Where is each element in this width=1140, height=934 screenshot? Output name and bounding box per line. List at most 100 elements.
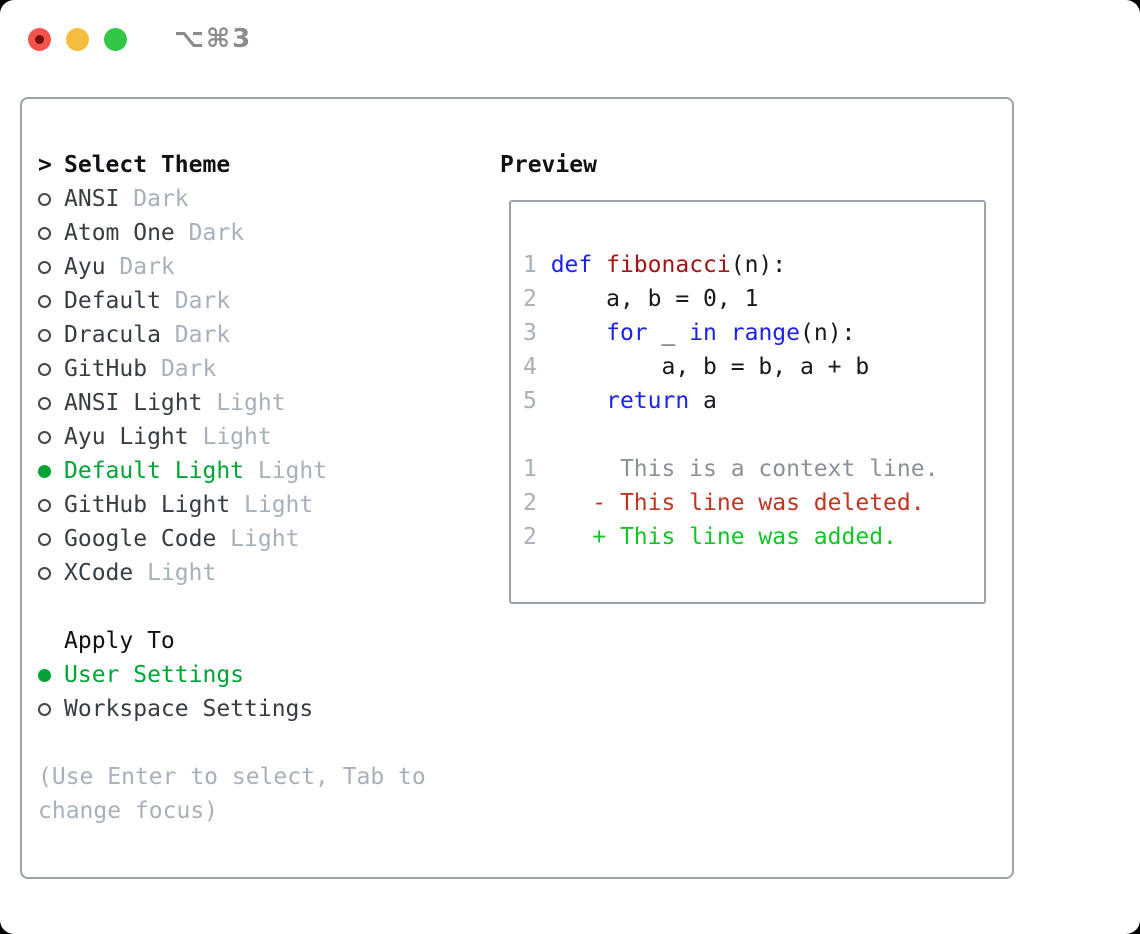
radio-marker [38, 294, 64, 308]
code-segment-code: a [689, 388, 717, 414]
titlebar: ⌥⌘3 [0, 0, 1140, 78]
apply-option-user-settings[interactable]: User Settings [38, 658, 426, 692]
variant-tag: Dark [105, 254, 175, 280]
radio-unselected-icon [38, 328, 51, 342]
apply-option-workspace-settings[interactable]: Workspace Settings [38, 692, 426, 726]
code-segment-line-number: 3 [523, 320, 551, 346]
option-label: Google Code [64, 526, 217, 552]
apply-to-header: Apply To [38, 624, 426, 658]
radio-unselected-icon [38, 260, 51, 274]
radio-unselected-icon [38, 498, 51, 512]
variant-tag: Dark [147, 356, 217, 382]
radio-marker [38, 192, 64, 206]
code-segment-keyword: in [689, 320, 717, 346]
code-line: 1 def fibonacci(n): [523, 248, 938, 282]
theme-option-xcode-light[interactable]: XCode Light [38, 556, 426, 590]
radio-marker [38, 668, 64, 682]
window-title: ⌥⌘3 [174, 24, 253, 54]
radio-marker [38, 260, 64, 274]
unsaved-indicator-icon [35, 34, 44, 44]
option-label: Default [64, 288, 161, 314]
spacer-row [38, 590, 426, 624]
option-label: Workspace Settings [64, 696, 314, 722]
radio-unselected-icon [38, 192, 51, 206]
theme-option-ayu-light-light[interactable]: Ayu Light Light [38, 420, 426, 454]
code-segment-code: (n): [800, 320, 856, 346]
code-segment-line-number: 1 [523, 456, 537, 482]
code-segment-function-name: fibonacci [606, 252, 731, 278]
code-line: 3 for _ in range(n): [523, 316, 938, 350]
code-segment-keyword: range [730, 320, 800, 346]
code-segment-code: a, b = 0, 1 [550, 286, 759, 312]
variant-tag: Light [202, 390, 286, 416]
code-segment-code: (n): [730, 252, 787, 278]
radio-marker [38, 464, 64, 478]
code-line: 2 + This line was added. [523, 520, 938, 554]
theme-option-dracula-dark[interactable]: Dracula Dark [38, 318, 426, 352]
variant-tag: Dark [174, 220, 245, 246]
code-segment-keyword: def [550, 252, 593, 278]
code-line: 5 return a [523, 384, 938, 418]
option-label: Ayu Light [64, 424, 189, 450]
theme-option-github-dark[interactable]: GitHub Dark [38, 352, 426, 386]
code-segment-context: This is a context line. [536, 456, 939, 482]
radio-marker [38, 362, 64, 376]
code-line: 2 - This line was deleted. [523, 486, 938, 520]
zoom-button[interactable] [104, 27, 127, 51]
theme-option-ansi-dark[interactable]: ANSI Dark [38, 182, 426, 216]
variant-tag: Light [133, 560, 217, 586]
help-text-line-1: (Use Enter to select, Tab to [38, 764, 426, 790]
radio-marker [38, 702, 64, 716]
code-segment-line-number: 2 [523, 286, 551, 312]
variant-tag: Dark [119, 186, 189, 212]
radio-unselected-icon [38, 362, 51, 376]
code-segment-deleted: - This line was deleted. [536, 490, 925, 516]
radio-unselected-icon [38, 532, 51, 546]
option-label: GitHub [64, 356, 148, 382]
variant-tag: Dark [160, 322, 231, 348]
theme-option-google-code-light[interactable]: Google Code Light [38, 522, 426, 556]
option-label: User Settings [64, 662, 245, 688]
code-segment-line-number: 4 [523, 354, 551, 380]
theme-option-atom-one-dark[interactable]: Atom One Dark [38, 216, 426, 250]
option-label: Ayu [64, 254, 106, 280]
theme-option-default-light-light[interactable]: Default Light Light [38, 454, 426, 488]
code-segment-line-number: 5 [523, 388, 551, 414]
option-label: Dracula [64, 322, 161, 348]
minimize-button[interactable] [66, 27, 89, 51]
theme-option-ayu-dark[interactable]: Ayu Dark [38, 250, 426, 284]
code-line: 2 a, b = 0, 1 [523, 282, 938, 316]
radio-selected-icon [38, 668, 51, 682]
close-button[interactable] [28, 27, 51, 51]
code-segment-keyword: for [606, 320, 648, 346]
code-segment-code [551, 320, 606, 346]
radio-marker [38, 396, 64, 410]
code-segment-line-number: 2 [523, 524, 537, 550]
variant-tag: Dark [160, 288, 231, 314]
code-segment-line-number: 1 [523, 252, 551, 278]
code-segment-line-number: 2 [523, 490, 537, 516]
code-segment-code [592, 252, 606, 278]
theme-option-github-light-light[interactable]: GitHub Light Light [38, 488, 426, 522]
variant-tag: Light [230, 492, 314, 518]
code-segment-code [551, 388, 606, 414]
option-label: GitHub Light [64, 492, 231, 518]
theme-option-default-dark[interactable]: Default Dark [38, 284, 426, 318]
radio-unselected-icon [38, 396, 51, 410]
radio-selected-icon [38, 464, 51, 478]
code-segment-code: a, b = b, a + b [550, 354, 870, 380]
radio-marker [38, 566, 64, 580]
radio-marker [38, 430, 64, 444]
theme-option-ansi-light-light[interactable]: ANSI Light Light [38, 386, 426, 420]
code-line: 4 a, b = b, a + b [523, 350, 938, 384]
code-segment-keyword: return [606, 388, 690, 414]
radio-marker [38, 532, 64, 546]
radio-marker [38, 226, 64, 240]
radio-marker [38, 328, 64, 342]
select-theme-title: Select Theme [64, 152, 231, 178]
